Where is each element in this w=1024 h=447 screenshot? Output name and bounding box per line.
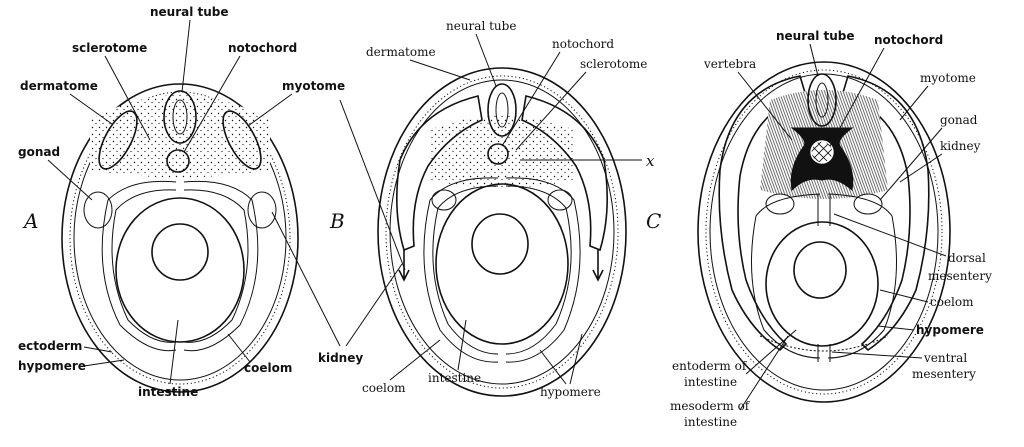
b-label-coelom: coelom	[362, 381, 406, 395]
c-intestine	[766, 222, 878, 346]
c-label-ventral-mesentery-2: mesentery	[912, 367, 976, 381]
a-label-intestine: intestine	[138, 385, 198, 399]
b-label-hypomere: hypomere	[540, 385, 601, 399]
c-label-entoderm-2: intestine	[684, 375, 737, 389]
b-label-kidney: kidney	[318, 351, 363, 365]
a-label-myotome: myotome	[282, 79, 345, 93]
b-label-notochord: notochord	[552, 37, 614, 51]
c-label-coelom: coelom	[930, 295, 974, 309]
b-intestine	[436, 184, 568, 344]
a-gonad-left	[84, 192, 112, 228]
a-label-gonad: gonad	[18, 145, 60, 159]
c-label-dorsal-mesentery-1: dorsal	[948, 251, 986, 265]
a-label-hypomere: hypomere	[18, 359, 86, 373]
c-notochord	[811, 141, 833, 163]
b-panel-letter: B	[329, 209, 345, 233]
panel-b: B	[329, 68, 626, 396]
c-label-hypomere: hypomere	[916, 323, 984, 337]
a-label-ectoderm: ectoderm	[18, 339, 82, 353]
b-label-sclerotome: sclerotome	[580, 57, 647, 71]
c-label-ventral-mesentery-1: ventral	[923, 351, 967, 365]
a-label-notochord: notochord	[228, 41, 297, 55]
b-label-x: x	[646, 152, 655, 170]
b-label-dermatome: dermatome	[366, 45, 436, 59]
b-label-intestine: intestine	[428, 371, 481, 385]
b-label-neural-tube: neural tube	[446, 19, 516, 33]
panel-c: C	[646, 62, 950, 402]
panel-a-labels: neural tube sclerotome notochord dermato…	[18, 5, 345, 399]
c-label-vertebra: vertebra	[703, 57, 756, 71]
a-sclerotome	[90, 95, 270, 178]
a-label-dermatome: dermatome	[20, 79, 98, 93]
a-label-coelom: coelom	[244, 361, 292, 375]
c-label-entoderm-1: entoderm of	[672, 359, 748, 373]
c-label-gonad: gonad	[940, 113, 978, 127]
a-gonad-right	[248, 192, 276, 228]
c-label-mesoderm-1: mesoderm of	[670, 399, 751, 413]
a-intestine	[116, 198, 244, 342]
c-label-mesoderm-2: intestine	[684, 415, 737, 429]
c-panel-letter: C	[646, 209, 661, 233]
c-label-dorsal-mesentery-2: mesentery	[928, 269, 992, 283]
c-label-myotome: myotome	[920, 71, 976, 85]
a-panel-letter: A	[22, 209, 38, 233]
panel-c-labels: vertebra neural tube notochord myotome g…	[670, 29, 992, 429]
c-label-notochord: notochord	[874, 33, 943, 47]
a-label-sclerotome: sclerotome	[72, 41, 147, 55]
a-label-neural-tube: neural tube	[150, 5, 229, 19]
c-label-kidney: kidney	[940, 139, 981, 153]
c-label-neural-tube: neural tube	[776, 29, 855, 43]
